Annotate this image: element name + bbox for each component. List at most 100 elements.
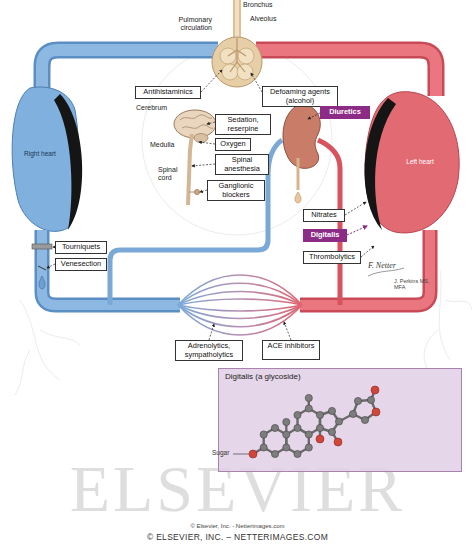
brain (180, 115, 213, 128)
capillary-bed (178, 292, 302, 306)
brain (174, 110, 216, 143)
heart-label: Left heart (398, 158, 442, 165)
drug-box: Thrombolytics (303, 251, 361, 264)
box-text: Defoaming agents (alcohol) (265, 88, 335, 105)
carbon-atoms (361, 416, 368, 423)
kidney (283, 104, 320, 168)
aorta (300, 230, 430, 305)
carbon-atoms (271, 424, 278, 431)
box-text: ACE inhibitors (265, 342, 317, 351)
molecule-bonds (233, 390, 376, 454)
aorta (300, 230, 430, 305)
kidney (295, 192, 301, 203)
tourniquet-venesection (32, 244, 52, 289)
tourniquet-venesection (38, 266, 46, 270)
leader-lines (347, 226, 367, 235)
panel-title: Digitalis (a glycoside) (225, 372, 455, 381)
carbon-atoms (316, 424, 323, 431)
box-text: Sedation, reserpine (218, 116, 268, 133)
molecule-bonds (320, 411, 339, 432)
spinal-cord (188, 134, 192, 205)
kidney (297, 158, 300, 190)
drug-box: Defoaming agents (alcohol) (262, 86, 338, 107)
artist-signature: F. Netter (368, 262, 418, 271)
box-text: Digitalis (305, 231, 345, 240)
brain (194, 134, 208, 143)
right-heart (12, 87, 82, 231)
carbon-atoms (294, 411, 301, 418)
oxygen-atoms (372, 408, 380, 416)
drug-box: Adrenolytics, sympatholytics (175, 340, 243, 361)
oxygen-atoms (316, 435, 324, 443)
lung-alveoli (228, 38, 246, 72)
bronchus (237, 0, 238, 40)
bronchus (235, 0, 239, 40)
carbon-atoms (260, 394, 375, 457)
bronchus (233, 0, 241, 40)
left-heart (365, 92, 460, 233)
carbon-atoms (335, 418, 342, 425)
capillary-bed (178, 283, 302, 305)
drug-box: Antihistaminics (135, 86, 201, 99)
drug-box: Venesection (55, 258, 107, 271)
leader-lines (200, 190, 207, 192)
part-label: Spinal cord (158, 166, 186, 181)
capillary-bed (178, 275, 302, 305)
carbon-atoms (354, 397, 361, 404)
carbon-atoms (260, 431, 267, 438)
oxygen-atoms (334, 438, 342, 446)
box-text: Nitrates (306, 211, 342, 220)
copyright-line: © Elsevier, Inc. - Netterimages.com (0, 523, 475, 530)
drug-box: Spinal anesthesia (215, 154, 269, 175)
highlighted-drug-box: Diuretics (320, 106, 370, 119)
box-text: Tourniquets (58, 243, 104, 252)
aorta (300, 230, 430, 305)
molecule-bonds (233, 454, 249, 455)
capillary-bed (178, 305, 302, 311)
right-heart (54, 94, 82, 230)
spinal-cord (194, 189, 199, 194)
carbon-atoms (367, 396, 374, 403)
part-label: Bronchus (243, 1, 293, 9)
part-label: Cerebrum (136, 104, 180, 112)
leader-lines (47, 264, 55, 268)
leader-lines (345, 202, 366, 215)
oxygen-atoms (249, 386, 380, 458)
box-text: Venesection (58, 260, 104, 269)
leader-lines (192, 164, 215, 166)
carbon-atoms (271, 450, 278, 457)
carbon-atoms (260, 444, 267, 451)
box-text: Diuretics (322, 108, 368, 117)
carbon-atoms (349, 410, 356, 417)
leader-lines (209, 324, 214, 340)
part-label: Alveolus (250, 15, 300, 23)
drug-box: ACE inhibitors (262, 340, 320, 360)
oxygen-atoms (371, 386, 379, 394)
carbon-atoms (305, 444, 312, 451)
heart-label: Right heart (20, 150, 60, 157)
leader-lines (308, 113, 320, 119)
tourniquet-venesection (32, 244, 52, 249)
box-text: Oxygen (218, 140, 248, 149)
drug-box: Nitrates (303, 209, 345, 222)
molecule-bonds (253, 390, 375, 454)
capillary-bed (178, 299, 302, 305)
carbon-atoms (294, 424, 301, 431)
capillary-bed (178, 305, 302, 327)
carbon-atoms (283, 431, 290, 438)
carbon-atoms (328, 428, 335, 435)
box-text: Thrombolytics (306, 253, 358, 262)
kidney (283, 104, 320, 203)
left-heart (365, 92, 459, 233)
molecule-bonds (298, 409, 321, 435)
leader-lines (47, 70, 374, 340)
box-text: Spinal anesthesia (218, 156, 266, 173)
part-label: Pulmonary circulation (150, 16, 212, 31)
capillary-bed (178, 275, 302, 335)
oxygen-atoms (249, 450, 257, 458)
carbon-atoms (294, 450, 301, 457)
carbon-atoms (328, 407, 335, 414)
carbon-atoms (305, 405, 312, 412)
carbon-atoms (316, 411, 323, 418)
